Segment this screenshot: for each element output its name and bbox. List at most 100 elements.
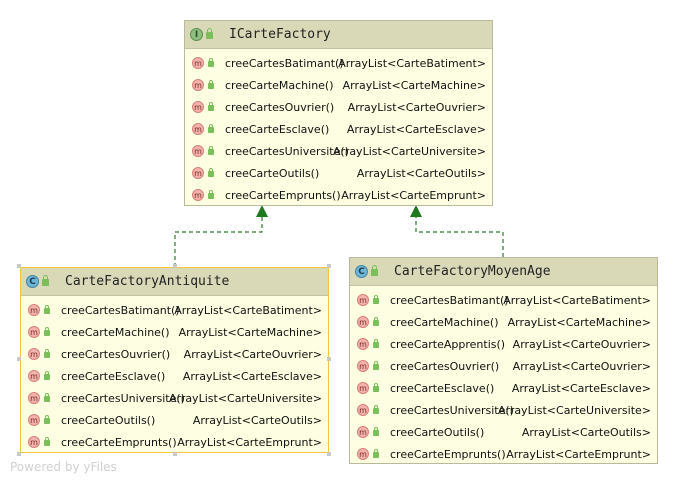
selection-handle[interactable] bbox=[173, 264, 177, 268]
method-row[interactable]: m creeCartesUniversite()ArrayList<CarteUn… bbox=[21, 388, 328, 410]
selection-handle[interactable] bbox=[327, 357, 331, 361]
method-return-type: ArrayList<CarteOuvrier> bbox=[347, 101, 486, 114]
method-icon: m bbox=[28, 370, 40, 382]
method-name: creeCartesBatimant() bbox=[390, 294, 509, 307]
selection-handle[interactable] bbox=[17, 264, 21, 268]
selection-handle[interactable] bbox=[17, 452, 21, 456]
method-icon: m bbox=[357, 360, 369, 372]
method-name: creeCarteMachine() bbox=[225, 79, 334, 92]
method-return-type: ArrayList<CarteOuvrier> bbox=[183, 348, 322, 361]
public-lock-icon bbox=[208, 102, 214, 111]
method-return-type: ArrayList<CarteEmprunt> bbox=[506, 448, 651, 461]
method-name: creeCartesOuvrier() bbox=[61, 348, 171, 361]
method-return-type: ArrayList<CarteOutils> bbox=[521, 426, 651, 439]
class-icon: C bbox=[26, 275, 39, 288]
method-icon: m bbox=[28, 304, 40, 316]
public-lock-icon bbox=[206, 28, 213, 39]
selection-handle[interactable] bbox=[327, 264, 331, 268]
method-icon: m bbox=[192, 123, 204, 135]
method-icon: m bbox=[192, 167, 204, 179]
method-name: creeCarteApprentis() bbox=[390, 338, 506, 351]
method-row[interactable]: m creeCartesBatimant()ArrayList<CarteBati… bbox=[185, 53, 492, 75]
method-row[interactable]: m creeCarteMachine() ArrayList<CarteMachin… bbox=[21, 322, 328, 344]
method-icon: m bbox=[357, 338, 369, 350]
class-title: CarteFactoryMoyenAge bbox=[394, 264, 551, 279]
method-name: creeCartesBatimant() bbox=[61, 304, 180, 317]
class-title: ICarteFactory bbox=[229, 27, 331, 42]
public-lock-icon bbox=[44, 349, 50, 358]
selection-handle[interactable] bbox=[173, 452, 177, 456]
watermark: Powered by yFiles bbox=[10, 460, 117, 474]
selection-handle[interactable] bbox=[17, 357, 21, 361]
method-icon: m bbox=[357, 426, 369, 438]
public-lock-icon bbox=[208, 80, 214, 89]
method-name: creeCarteMachine() bbox=[61, 326, 170, 339]
public-lock-icon bbox=[42, 275, 49, 286]
method-name: creeCarteEsclave() bbox=[390, 382, 495, 395]
method-return-type: ArrayList<CarteOuvrier> bbox=[512, 360, 651, 373]
class-icon: C bbox=[355, 265, 368, 278]
method-icon: m bbox=[192, 145, 204, 157]
method-name: creeCarteEsclave() bbox=[61, 370, 166, 383]
method-icon: m bbox=[28, 326, 40, 338]
method-icon: m bbox=[28, 392, 40, 404]
public-lock-icon bbox=[208, 190, 214, 199]
method-return-type: ArrayList<CarteUniversite> bbox=[332, 145, 486, 158]
method-row[interactable]: m creeCarteApprentis() ArrayList<CarteOuvr… bbox=[350, 334, 657, 356]
method-icon: m bbox=[28, 414, 40, 426]
public-lock-icon bbox=[44, 393, 50, 402]
edge-antiquite-to-interface bbox=[174, 216, 263, 267]
method-return-type: ArrayList<CarteEmprunt> bbox=[341, 189, 486, 202]
method-name: creeCarteEsclave() bbox=[225, 123, 330, 136]
method-return-type: ArrayList<CarteOuvrier> bbox=[512, 338, 651, 351]
public-lock-icon bbox=[208, 168, 214, 177]
method-return-type: ArrayList<CarteMachine> bbox=[507, 316, 651, 329]
method-return-type: ArrayList<CarteMachine> bbox=[178, 326, 322, 339]
method-name: creeCarteOutils() bbox=[225, 167, 320, 180]
public-lock-icon bbox=[373, 449, 379, 458]
method-return-type: ArrayList<CarteUniversite> bbox=[497, 404, 651, 417]
method-return-type: ArrayList<CarteBatiment> bbox=[338, 57, 486, 70]
method-icon: m bbox=[192, 79, 204, 91]
method-return-type: ArrayList<CarteUniversite> bbox=[168, 392, 322, 405]
public-lock-icon bbox=[208, 58, 214, 67]
method-row[interactable]: m creeCartesOuvrier() ArrayList<CarteOuvri… bbox=[350, 356, 657, 378]
arrowhead-antiquite bbox=[256, 205, 268, 217]
method-icon: m bbox=[28, 348, 40, 360]
public-lock-icon bbox=[373, 405, 379, 414]
public-lock-icon bbox=[371, 265, 378, 276]
method-row[interactable]: m creeCartesOuvrier() ArrayList<CarteOuvri… bbox=[21, 344, 328, 366]
method-icon: m bbox=[28, 436, 40, 448]
public-lock-icon bbox=[373, 383, 379, 392]
method-icon: m bbox=[192, 57, 204, 69]
method-name: creeCartesUniversite() bbox=[61, 392, 185, 405]
arrowhead-moyenage bbox=[410, 205, 422, 217]
selection-handle[interactable] bbox=[327, 452, 331, 456]
method-name: creeCarteEmprunts() bbox=[390, 448, 506, 461]
method-name: creeCartesBatimant() bbox=[225, 57, 344, 70]
method-name: creeCartesOuvrier() bbox=[390, 360, 500, 373]
method-return-type: ArrayList<CarteEsclave> bbox=[346, 123, 486, 136]
method-icon: m bbox=[357, 382, 369, 394]
method-row[interactable]: m creeCarteEsclave() ArrayList<CarteEsclav… bbox=[185, 119, 492, 141]
